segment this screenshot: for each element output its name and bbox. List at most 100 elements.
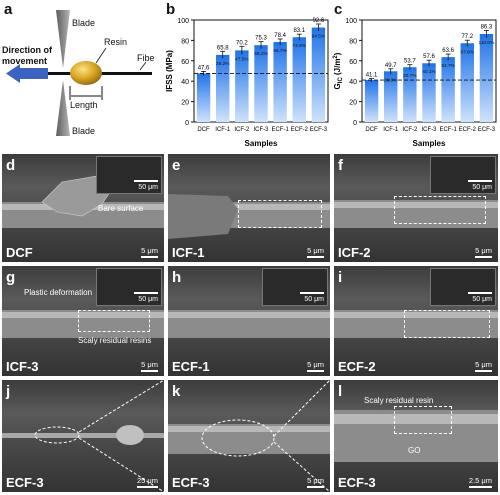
resin-label: Resin (104, 37, 128, 47)
data-label: 53.7 (404, 59, 416, 65)
gic-bar-chart: 02040608010041.1DCF49.720.9%ICF-153.730.… (333, 18, 497, 148)
x-tick-label: ICF-2 (402, 127, 418, 133)
bare-surface-annotation: Bare surface (98, 204, 144, 213)
increase-label: 94.5% (312, 34, 326, 40)
x-tick-label: ECF-1 (439, 127, 457, 133)
sem-e-sample: ICF-1 (172, 245, 205, 260)
sem-l-scalebar: 2.5 μm (468, 476, 492, 488)
bar (479, 33, 494, 122)
y-tick-label: 100 (177, 18, 189, 25)
increase-label: 30.7% (403, 73, 417, 79)
sem-k-scalebar: 5 μm (307, 476, 324, 488)
x-tick-label: ICF-1 (383, 127, 399, 133)
y-tick-label: 60 (349, 59, 357, 66)
go-annotation: GO (408, 446, 421, 455)
data-label: 57.6 (423, 54, 435, 60)
y-tick-label: 0 (353, 120, 357, 127)
y-tick-label: 80 (349, 38, 357, 45)
resin-droplet (70, 61, 102, 85)
sem-panel-g: g 50 μm Plastic deformation Scaly residu… (2, 266, 164, 376)
sem-f-scalebar: 5 μm (475, 246, 492, 258)
bar (441, 57, 455, 122)
bar (216, 54, 230, 122)
x-axis-label: Samples (245, 139, 278, 148)
data-label: 47.6 (198, 65, 210, 71)
y-axis-label: GIC (J/m2) (333, 52, 344, 89)
x-axis-label: Samples (413, 139, 446, 148)
data-label: 70.2 (236, 40, 248, 46)
sem-j-sample: ECF-3 (6, 475, 44, 490)
increase-label: 38.2% (216, 61, 230, 67)
y-tick-label: 80 (181, 38, 189, 45)
sem-panel-k: k ECF-3 5 μm (168, 380, 330, 492)
data-label: 65.8 (217, 45, 229, 51)
x-tick-label: ECF-2 (291, 127, 309, 133)
data-label: 83.1 (293, 28, 305, 34)
bar (460, 43, 474, 123)
data-label: 92.6 (313, 18, 325, 24)
increase-label: 54.7% (441, 63, 455, 69)
x-tick-label: ICF-3 (254, 127, 270, 133)
bar (292, 37, 306, 122)
sem-g-highlight (78, 310, 150, 332)
sem-f-highlight (394, 196, 486, 224)
data-label: 63.6 (442, 48, 454, 54)
bar (422, 63, 436, 122)
sem-panel-f: f 50 μm ICF-2 5 μm (334, 154, 498, 262)
panel-a-label: a (4, 1, 13, 18)
data-label: 75.3 (255, 36, 267, 42)
data-label: 78.4 (274, 33, 286, 39)
x-tick-label: DCF (197, 127, 210, 133)
sem-panel-l: l Scaly residual resin GO ECF-3 2.5 μm (334, 380, 498, 492)
scaly-resins-annotation: Scaly residual resins (78, 336, 152, 345)
increase-label: 87.8% (460, 49, 474, 55)
sem-g-label: g (6, 269, 16, 286)
sem-h-label: h (172, 269, 182, 286)
sem-f-label: f (338, 157, 343, 174)
sem-h-inset: 50 μm (262, 268, 328, 306)
fibre-label: Fibe (137, 53, 155, 63)
scaly-resin-annotation: Scaly residual resin (364, 396, 434, 405)
bar (311, 27, 326, 122)
sem-e-label: e (172, 157, 181, 174)
sem-d-sample: DCF (6, 245, 33, 260)
bar (235, 50, 249, 123)
bar (273, 42, 287, 123)
x-tick-label: ICF-3 (422, 127, 438, 133)
x-tick-label: ICF-1 (215, 127, 231, 133)
bar (196, 73, 211, 122)
sem-g-scalebar: 5 μm (141, 360, 158, 372)
bar (254, 45, 268, 122)
increase-label: 58.2% (254, 51, 268, 57)
length-label: Length (70, 100, 98, 110)
sem-l-label: l (338, 383, 343, 400)
sem-h-sample: ECF-1 (172, 359, 210, 374)
sem-i-scalebar: 5 μm (475, 360, 492, 372)
sem-d-scalebar: 5 μm (141, 246, 158, 258)
direction-label-1: Direction of (2, 45, 53, 55)
data-label: 86.3 (481, 24, 493, 30)
x-tick-label: ECF-2 (459, 127, 477, 133)
x-tick-label: ECF-3 (478, 127, 496, 133)
x-tick-label: DCF (365, 127, 378, 133)
direction-arrow (6, 64, 48, 83)
sem-panel-j: j ECF-3 25 μm (2, 380, 164, 492)
sem-f-sample: ICF-2 (338, 245, 371, 260)
bar (403, 67, 417, 122)
data-label: 41.1 (366, 73, 378, 79)
lower-blade (56, 80, 70, 136)
blade-top-label: Blade (72, 18, 96, 28)
blade-bottom-label: Blade (72, 126, 96, 136)
sem-k-sample: ECF-3 (172, 475, 210, 490)
increase-label: 47.5% (235, 56, 249, 62)
sem-i-sample: ECF-2 (338, 359, 376, 374)
y-tick-label: 40 (181, 79, 189, 86)
panel-c-label: c (334, 1, 343, 18)
increase-label: 20.9% (384, 77, 398, 83)
sem-panel-h: h 50 μm ECF-1 5 μm (168, 266, 330, 376)
plastic-deformation-annotation: Plastic deformation (24, 288, 93, 297)
bar (384, 71, 398, 122)
sem-i-highlight (404, 310, 490, 338)
